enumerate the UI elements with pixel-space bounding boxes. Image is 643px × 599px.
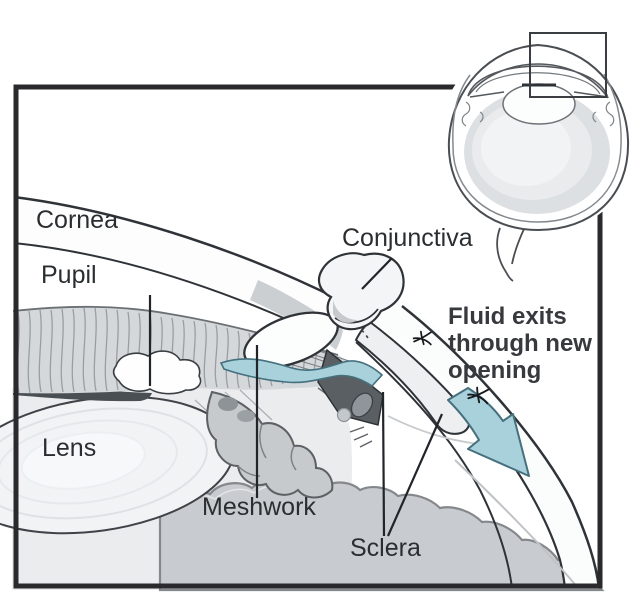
inset-cornea-inner-line (475, 72, 601, 95)
label-sclera: Sclera (350, 534, 421, 562)
inset-optic-nerve (496, 227, 525, 282)
label-cornea: Cornea (36, 206, 118, 234)
label-lens: Lens (42, 434, 97, 462)
panel-frame (13, 84, 603, 589)
sclera-leader-line-2 (386, 413, 444, 537)
inset-lens (502, 83, 576, 125)
anterior-segment-drawing (0, 195, 605, 592)
fluid-flow-ribbon (219, 358, 384, 388)
inner-sclera-line (355, 341, 513, 589)
choroid-boundary-faint-line (454, 459, 579, 589)
conjunctiva-flap (317, 252, 405, 331)
label-meshwork: Meshwork (202, 493, 316, 521)
conjunctiva-leader-line (361, 257, 393, 290)
globe-outer-line (401, 305, 601, 589)
scleral-surface-band (372, 300, 599, 588)
leader-lines (148, 257, 444, 537)
annotation-fluid-exits: Fluid exits through new opening (448, 303, 592, 384)
label-pupil: Pupil (41, 261, 97, 289)
suture-stitch-lower (467, 386, 490, 405)
inset-cornea-cap (467, 63, 609, 99)
inset-choroid-line (452, 73, 622, 223)
sclera-leader-line-1 (381, 391, 386, 537)
inset-vitreous-highlight (481, 110, 571, 186)
lens-shape (0, 395, 235, 535)
inset-zonules (461, 101, 615, 127)
inset-region-box (529, 32, 607, 98)
inset-eye-locator (439, 32, 637, 282)
label-conjunctiva: Conjunctiva (342, 224, 473, 252)
suture-stitch-upper (412, 330, 432, 346)
